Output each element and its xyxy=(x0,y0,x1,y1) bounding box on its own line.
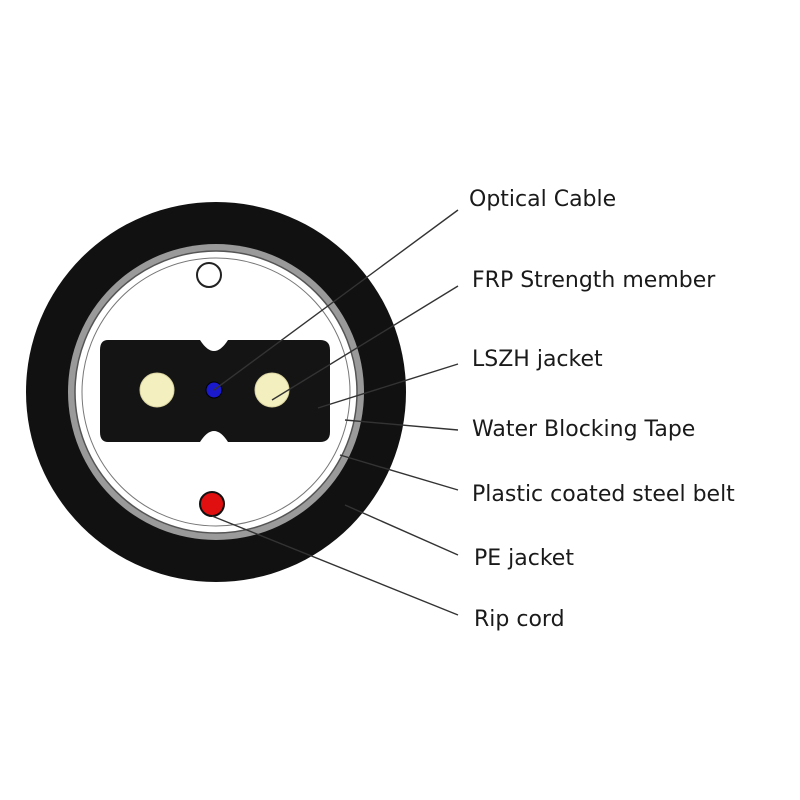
leader-rip-cord xyxy=(211,515,459,616)
leader-plastic-coated-steel-belt xyxy=(339,454,459,491)
leader-optical-cable xyxy=(213,209,459,391)
leader-water-blocking-tape xyxy=(344,419,459,431)
leader-lszh-jacket xyxy=(317,363,459,409)
label-lszh-jacket: LSZH jacket xyxy=(472,347,603,372)
fiber-left xyxy=(139,372,175,408)
filler-rod xyxy=(196,262,222,288)
cable-cross-section xyxy=(26,202,406,582)
leader-frp-strength-member xyxy=(271,285,459,401)
label-rip-cord: Rip cord xyxy=(474,607,565,632)
fiber-right xyxy=(254,372,290,408)
leader-lines xyxy=(211,209,459,616)
label-pe-jacket: PE jacket xyxy=(474,546,574,571)
label-water-blocking-tape: Water Blocking Tape xyxy=(472,417,695,442)
label-optical-cable: Optical Cable xyxy=(469,187,616,212)
leader-pe-jacket xyxy=(344,504,459,556)
label-frp-strength-member: FRP Strength member xyxy=(472,268,716,293)
callout-labels: Optical Cable FRP Strength member LSZH j… xyxy=(469,187,735,632)
label-plastic-coated-steel-belt: Plastic coated steel belt xyxy=(472,482,735,507)
rip-cord-dot xyxy=(199,491,225,517)
